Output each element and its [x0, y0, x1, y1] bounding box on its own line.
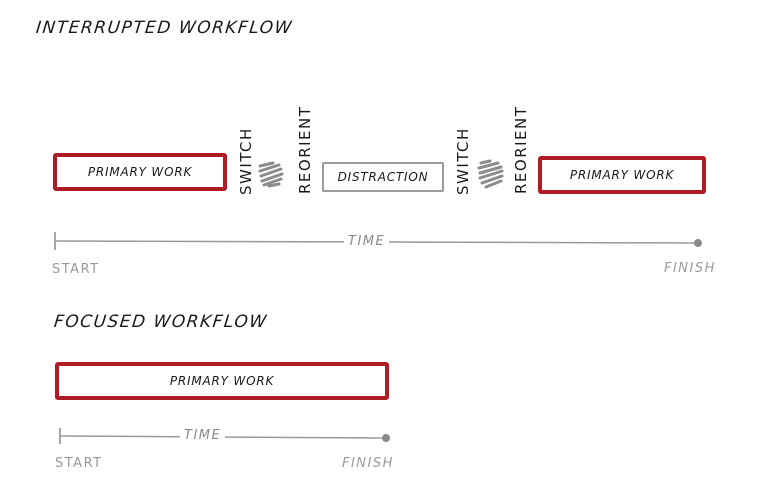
- primary-work-label-2: Primary work: [569, 168, 675, 182]
- primary-work-block-2: Primary work: [538, 156, 706, 194]
- focused-primary-work-block: Primary work: [55, 362, 389, 400]
- interrupted-time-label: Time: [344, 234, 390, 249]
- focused-workflow-title: Focused workflow: [52, 312, 269, 332]
- interrupted-start-label: Start: [52, 262, 100, 277]
- focused-finish-dot: [382, 434, 390, 442]
- focused-start-label: Start: [55, 456, 103, 471]
- distraction-block: Distraction: [322, 162, 444, 192]
- focused-primary-work-label: Primary work: [169, 374, 275, 388]
- primary-work-block-1: Primary work: [53, 153, 227, 191]
- scribble-1: [258, 161, 284, 188]
- scribble-2: [477, 159, 504, 189]
- focused-time-label: Time: [180, 428, 226, 443]
- interrupted-finish-dot: [694, 239, 702, 247]
- primary-work-label-1: Primary work: [87, 165, 193, 179]
- distraction-label: Distraction: [337, 170, 429, 184]
- interrupted-finish-label: Finish: [664, 261, 716, 276]
- focused-finish-label: Finish: [342, 456, 394, 471]
